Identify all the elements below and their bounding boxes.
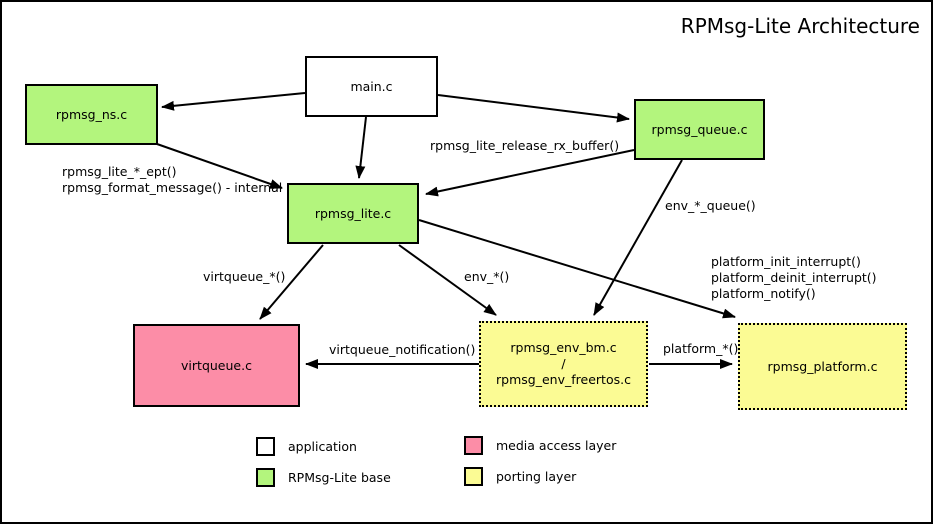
edge-rpmsg-lite-to-virtqueue <box>259 244 324 320</box>
node-rpmsg-env-label-line3: rpmsg_env_freertos.c <box>496 372 631 387</box>
node-rpmsg-lite-c-label: rpmsg_lite.c <box>314 205 392 221</box>
edge-label-platform-star: platform_*() <box>663 341 739 356</box>
edge-rpmsg-lite-to-rpmsg-env <box>398 244 497 316</box>
legend-label-application: application <box>288 439 357 454</box>
edge-label-ept-line1: rpmsg_lite_*_ept() <box>62 164 177 179</box>
edge-rpmsg-queue-to-rpmsg-env <box>593 159 683 316</box>
edge-label-virtqueue-star: virtqueue_*() <box>203 269 286 284</box>
node-main-c: main.c <box>305 56 438 117</box>
legend-item-porting-layer: porting layer <box>464 467 576 486</box>
node-rpmsg-env-label-line2: / <box>561 356 566 371</box>
node-virtqueue-c: virtqueue.c <box>133 324 300 407</box>
legend-swatch-media-access-layer <box>464 436 483 455</box>
edge-rpmsg-queue-to-rpmsg-lite <box>425 149 635 197</box>
legend-item-rpmsg-lite-base: RPMsg-Lite base <box>256 468 391 487</box>
edge-label-env-queue: env_*_queue() <box>665 198 756 213</box>
edge-main-to-rpmsg-lite <box>355 116 367 179</box>
legend-label-porting-layer: porting layer <box>496 469 577 484</box>
node-main-c-label: main.c <box>350 78 393 94</box>
legend-label-media-access-layer: media access layer <box>496 438 617 453</box>
node-rpmsg-platform-c-label: rpmsg_platform.c <box>767 358 878 374</box>
edge-rpmsg-ns-to-rpmsg-lite <box>156 143 283 189</box>
edge-main-to-rpmsg-ns <box>161 92 306 111</box>
edge-label-release-rx-buffer: rpmsg_lite_release_rx_buffer() <box>430 138 620 153</box>
node-rpmsg-queue-c-label: rpmsg_queue.c <box>651 121 748 137</box>
node-rpmsg-queue-c: rpmsg_queue.c <box>634 99 765 160</box>
edge-main-to-rpmsg-queue <box>437 94 630 123</box>
diagram-title: RPMsg-Lite Architecture <box>680 14 920 38</box>
edge-label-env-star: env_*() <box>464 269 510 284</box>
node-rpmsg-ns-c-label: rpmsg_ns.c <box>55 106 128 122</box>
edge-label-ept-line2: rpmsg_format_message() - internal <box>62 180 283 195</box>
edge-label-platform-line1: platform_init_interrupt() <box>711 254 861 269</box>
node-rpmsg-lite-c: rpmsg_lite.c <box>287 183 419 244</box>
node-rpmsg-ns-c: rpmsg_ns.c <box>25 84 158 145</box>
edge-label-ept: rpmsg_lite_*_ept() rpmsg_format_message(… <box>62 164 282 196</box>
node-rpmsg-platform-c: rpmsg_platform.c <box>738 323 907 410</box>
legend-swatch-porting-layer <box>464 467 483 486</box>
legend-item-application: application <box>256 437 357 456</box>
legend-swatch-application <box>256 437 275 456</box>
node-rpmsg-env: rpmsg_env_bm.c / rpmsg_env_freertos.c <box>479 321 648 407</box>
legend-label-rpmsg-lite-base: RPMsg-Lite base <box>288 470 391 485</box>
edge-rpmsg-lite-to-rpmsg-platform <box>418 219 736 319</box>
node-virtqueue-c-label: virtqueue.c <box>181 357 252 373</box>
edge-label-platform-functions: platform_init_interrupt() platform_deini… <box>711 254 877 302</box>
node-rpmsg-env-label-line1: rpmsg_env_bm.c <box>510 340 617 355</box>
edge-label-platform-line2: platform_deinit_interrupt() <box>711 270 877 285</box>
edge-label-virtqueue-notification: virtqueue_notification() <box>329 342 476 357</box>
legend-swatch-rpmsg-lite-base <box>256 468 275 487</box>
edge-label-platform-line3: platform_notify() <box>711 286 816 301</box>
legend-item-media-access-layer: media access layer <box>464 436 616 455</box>
